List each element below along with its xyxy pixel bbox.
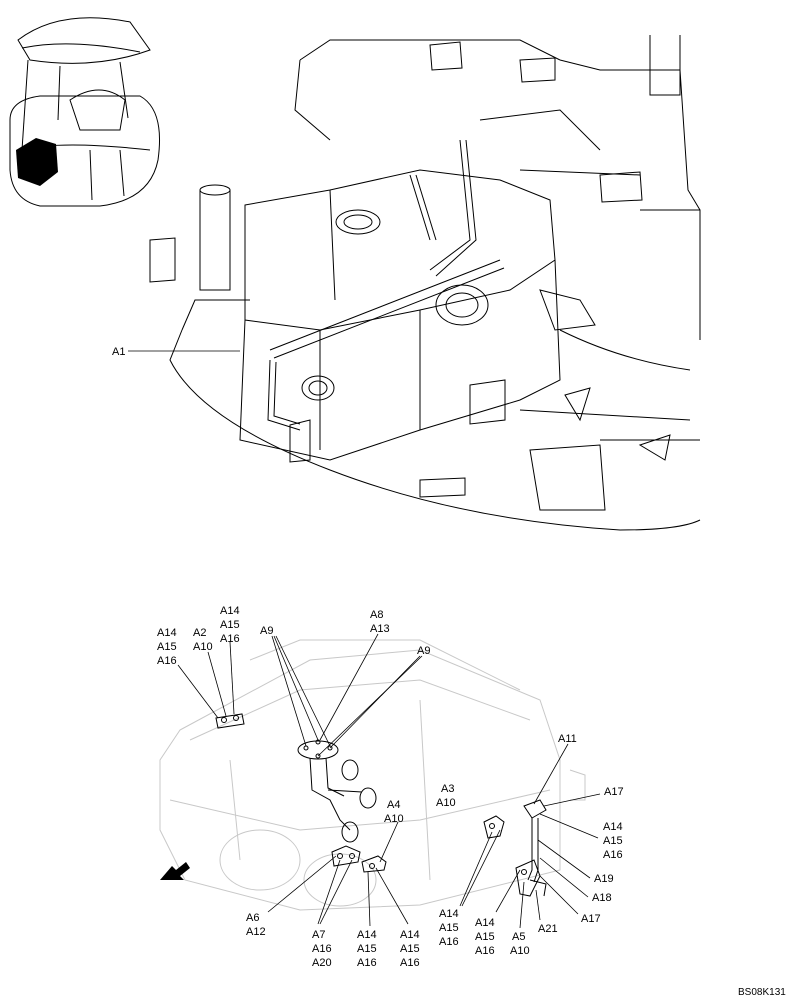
callout-a18: A18 bbox=[592, 892, 612, 904]
callout-g9-line1: A7 bbox=[312, 929, 325, 941]
callout-g13-line3: A16 bbox=[475, 945, 495, 957]
callout-a21: A21 bbox=[538, 923, 558, 935]
callout-g9-line3: A20 bbox=[312, 957, 332, 969]
callout-g7-line3: A16 bbox=[603, 849, 623, 861]
machine-locator-thumbnail bbox=[9, 17, 161, 207]
hardware-parts bbox=[160, 713, 547, 897]
callout-g11-line1: A14 bbox=[400, 929, 420, 941]
drawing-code: BS08K131 bbox=[738, 987, 786, 998]
callout-g1-line3: A16 bbox=[157, 655, 177, 667]
callout-a17-top: A17 bbox=[604, 786, 624, 798]
leader-lines bbox=[177, 633, 601, 929]
callout-g11-line2: A15 bbox=[400, 943, 420, 955]
callout-g9-line2: A16 bbox=[312, 943, 332, 955]
fuel-tank-illustration bbox=[149, 35, 701, 531]
callout-g13-line1: A14 bbox=[475, 917, 495, 929]
callout-g12-line1: A14 bbox=[439, 908, 459, 920]
callout-g1-line2: A15 bbox=[157, 641, 177, 653]
callout-g8-line2: A12 bbox=[246, 926, 266, 938]
callout-labels: A14 A15 A16 A2 A10 A14 A15 A16 A9 A8 A13… bbox=[157, 605, 624, 969]
callout-g10-line2: A15 bbox=[357, 943, 377, 955]
callout-a9-right: A9 bbox=[417, 645, 430, 657]
callout-g1-line1: A14 bbox=[157, 627, 177, 639]
callout-g13-line2: A15 bbox=[475, 931, 495, 943]
tank-ghost-outline bbox=[159, 639, 586, 911]
callout-g14-line2: A10 bbox=[510, 945, 530, 957]
callout-g12-line3: A16 bbox=[439, 936, 459, 948]
callout-g7-line2: A15 bbox=[603, 835, 623, 847]
callout-g5-line2: A10 bbox=[436, 797, 456, 809]
callout-g3-line3: A16 bbox=[220, 633, 240, 645]
callout-g7-line1: A14 bbox=[603, 821, 623, 833]
callout-g5-line1: A3 bbox=[441, 783, 454, 795]
callout-g14-line1: A5 bbox=[512, 931, 525, 943]
callout-g8-line1: A6 bbox=[246, 912, 259, 924]
callout-a17-bottom: A17 bbox=[581, 913, 601, 925]
callout-g12-line2: A15 bbox=[439, 922, 459, 934]
callout-g3-line2: A15 bbox=[220, 619, 240, 631]
callout-a19: A19 bbox=[594, 873, 614, 885]
callout-g2-line1: A2 bbox=[193, 627, 206, 639]
callout-a9-left: A9 bbox=[260, 625, 273, 637]
callout-g6-line1: A4 bbox=[387, 799, 400, 811]
callout-g4-line1: A8 bbox=[370, 609, 383, 621]
callout-g3-line1: A14 bbox=[220, 605, 240, 617]
callout-g4-line2: A13 bbox=[370, 623, 390, 635]
callout-label: A1 bbox=[112, 346, 125, 358]
callout-g2-line2: A10 bbox=[193, 641, 213, 653]
callout-g6-line2: A10 bbox=[384, 813, 404, 825]
callout-g10-line1: A14 bbox=[357, 929, 377, 941]
callout-g10-line3: A16 bbox=[357, 957, 377, 969]
callout-a1: A1 bbox=[112, 346, 240, 358]
callout-a11: A11 bbox=[558, 733, 577, 745]
callout-g11-line3: A16 bbox=[400, 957, 420, 969]
